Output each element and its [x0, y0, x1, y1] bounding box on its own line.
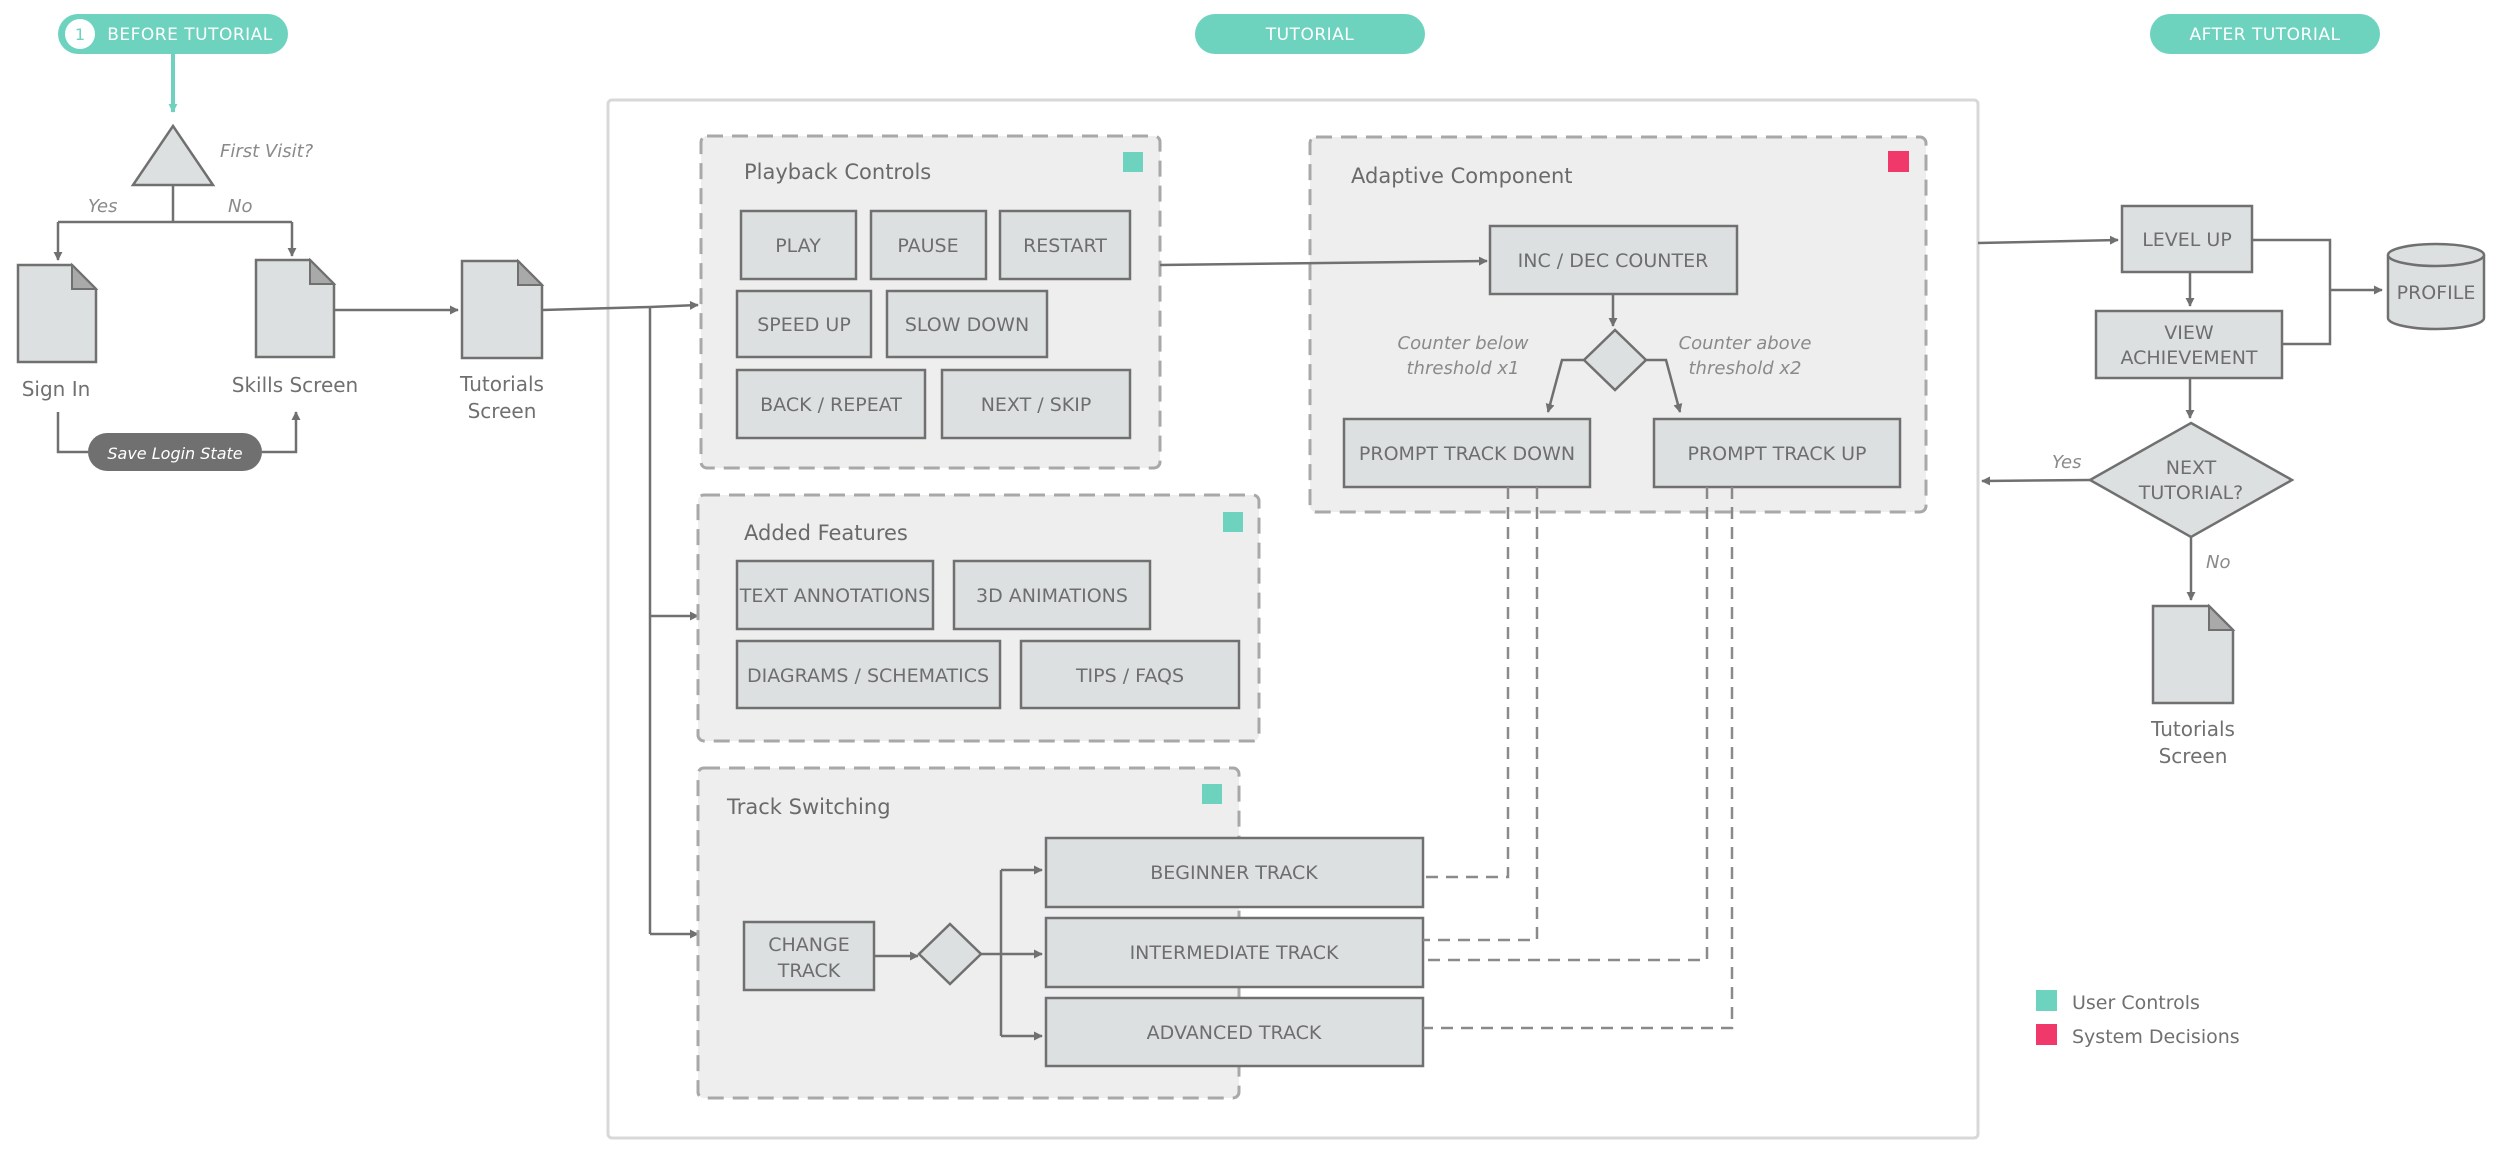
restart-button[interactable]: RESTART — [998, 209, 1132, 281]
level-up-label: LEVEL UP — [2142, 229, 2232, 251]
3d-animations-button[interactable]: 3D ANIMATIONS — [952, 559, 1152, 631]
inc-dec-counter-box: INC / DEC COUNTER — [1488, 224, 1739, 296]
phase-number: 1 — [75, 25, 85, 44]
tips-faqs-button[interactable]: TIPS / FAQS — [1019, 639, 1241, 710]
intermediate-track-box[interactable]: INTERMEDIATE TRACK — [1044, 916, 1425, 989]
slow-down-label: SLOW DOWN — [905, 314, 1029, 336]
legend-system-decisions-label: System Decisions — [2072, 1026, 2240, 1048]
tutorials-document-icon — [460, 258, 545, 360]
next-no-label: No — [2206, 552, 2230, 573]
tutorials-screen-label-2: Screen — [468, 399, 537, 423]
view-achievement-box: VIEW ACHIEVEMENT — [2094, 309, 2284, 380]
counter-above-label-2: threshold x2 — [1689, 358, 1802, 379]
after-tutorials-label-1: Tutorials — [2150, 717, 2235, 741]
skills-document-icon — [254, 257, 337, 359]
skills-screen-label: Skills Screen — [232, 373, 358, 397]
beginner-track-label: BEGINNER TRACK — [1150, 862, 1318, 884]
change-track-label-2: TRACK — [777, 960, 841, 982]
restart-label: RESTART — [1023, 235, 1107, 257]
user-control-marker — [1223, 512, 1243, 532]
3d-animations-label: 3D ANIMATIONS — [976, 585, 1128, 607]
speed-up-button[interactable]: SPEED UP — [735, 289, 873, 359]
track-decision — [917, 922, 983, 986]
counter-below-label-2: threshold x1 — [1407, 358, 1520, 379]
save-login-state-pill: Save Login State — [88, 433, 262, 471]
user-control-marker — [1123, 152, 1143, 172]
first-visit-label: First Visit? — [220, 141, 314, 162]
playback-controls-title: Playback Controls — [744, 160, 931, 184]
next-tutorial-label-1: NEXT — [2166, 457, 2217, 479]
advanced-track-label: ADVANCED TRACK — [1147, 1022, 1322, 1044]
system-decision-marker — [1888, 151, 1909, 172]
adaptive-component-title: Adaptive Component — [1351, 164, 1573, 188]
legend: User Controls System Decisions — [2036, 990, 2240, 1048]
prompt-track-down-box: PROMPT TRACK DOWN — [1342, 417, 1592, 489]
text-annotations-label: TEXT ANNOTATIONS — [739, 585, 930, 607]
back-repeat-button[interactable]: BACK / REPEAT — [735, 368, 927, 440]
after-tutorials-label-2: Screen — [2159, 744, 2228, 768]
threshold-decision — [1582, 328, 1648, 392]
diagrams-schematics-label: DIAGRAMS / SCHEMATICS — [747, 665, 989, 687]
prompt-track-up-box: PROMPT TRACK UP — [1652, 417, 1902, 489]
phase-tutorial-label: TUTORIAL — [1265, 25, 1355, 45]
phase-tutorial-pill: TUTORIAL — [1195, 14, 1425, 54]
legend-user-controls-label: User Controls — [2072, 992, 2200, 1014]
next-skip-button[interactable]: NEXT / SKIP — [940, 368, 1132, 440]
yes-label: Yes — [88, 196, 117, 217]
user-control-marker — [1202, 784, 1222, 804]
tutorials-screen-label-1: Tutorials — [459, 372, 544, 396]
next-skip-label: NEXT / SKIP — [981, 394, 1092, 416]
after-tutorials-document-icon — [2151, 603, 2236, 705]
legend-system-decisions-swatch — [2036, 1024, 2057, 1045]
intermediate-track-label: INTERMEDIATE TRACK — [1130, 942, 1339, 964]
counter-below-label-1: Counter below — [1398, 333, 1529, 354]
diagrams-schematics-button[interactable]: DIAGRAMS / SCHEMATICS — [735, 639, 1002, 710]
sign-in-document-icon — [16, 262, 99, 364]
added-features-title: Added Features — [744, 521, 908, 545]
next-tutorial-decision: NEXT TUTORIAL? — [2087, 421, 2295, 539]
track-switching-title: Track Switching — [726, 795, 891, 819]
beginner-track-box[interactable]: BEGINNER TRACK — [1044, 836, 1425, 909]
pause-button[interactable]: PAUSE — [869, 209, 988, 281]
no-label: No — [228, 196, 252, 217]
level-up-box: LEVEL UP — [2120, 204, 2254, 274]
prompt-track-down-label: PROMPT TRACK DOWN — [1359, 443, 1575, 465]
legend-user-controls-swatch — [2036, 990, 2057, 1011]
speed-up-label: SPEED UP — [757, 314, 851, 336]
change-track-label-1: CHANGE — [768, 934, 850, 956]
play-label: PLAY — [775, 235, 821, 257]
first-visit-decision — [130, 123, 216, 187]
pause-label: PAUSE — [897, 235, 958, 257]
play-button[interactable]: PLAY — [739, 209, 858, 281]
view-achievement-label-2: ACHIEVEMENT — [2120, 347, 2257, 369]
next-tutorial-label-2: TUTORIAL? — [2138, 482, 2244, 504]
phase-after-pill: AFTER TUTORIAL — [2150, 14, 2380, 54]
change-track-button[interactable]: CHANGE TRACK — [742, 920, 876, 992]
inc-dec-counter-label: INC / DEC COUNTER — [1518, 250, 1709, 272]
profile-database-icon: PROFILE — [2386, 242, 2486, 331]
back-repeat-label: BACK / REPEAT — [760, 394, 902, 416]
profile-label: PROFILE — [2397, 282, 2476, 304]
advanced-track-box[interactable]: ADVANCED TRACK — [1044, 996, 1425, 1068]
slow-down-button[interactable]: SLOW DOWN — [885, 289, 1049, 359]
counter-above-label-1: Counter above — [1679, 333, 1812, 354]
phase-after-label: AFTER TUTORIAL — [2190, 25, 2341, 45]
text-annotations-button[interactable]: TEXT ANNOTATIONS — [735, 559, 935, 631]
phase-before-label: BEFORE TUTORIAL — [107, 25, 273, 45]
prompt-track-up-label: PROMPT TRACK UP — [1688, 443, 1867, 465]
dashed-track-links — [1423, 487, 1734, 1030]
sign-in-label: Sign In — [22, 377, 91, 401]
save-login-label: Save Login State — [107, 444, 242, 463]
tips-faqs-label: TIPS / FAQS — [1075, 665, 1184, 687]
phase-before-pill: 1 BEFORE TUTORIAL — [58, 14, 288, 54]
next-yes-label: Yes — [2052, 452, 2081, 473]
view-achievement-label-1: VIEW — [2164, 322, 2214, 344]
